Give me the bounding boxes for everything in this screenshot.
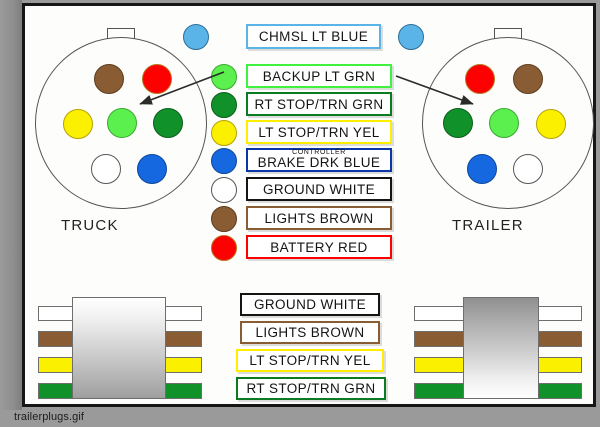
connector-trailer-pin-brown (513, 64, 543, 94)
flat-connector-right-wire-brown (537, 331, 582, 347)
connector-truck-pin-blue (137, 154, 167, 184)
connector-trailer-notch (494, 28, 522, 39)
legend-chip-backup-label: BACKUP LT GRN (262, 68, 376, 84)
flat-connector-right-wire-yellow (537, 357, 582, 373)
flat-connector-right-wire-white (414, 306, 466, 321)
flat-connector-right-wire-brown (414, 331, 466, 347)
legend-chip-battery-label: BATTERY RED (270, 239, 368, 255)
flat-connector-left-body (72, 297, 166, 399)
connector-trailer-pin-dark-green (443, 108, 473, 138)
legend-swatch-rt-stop-trn (211, 92, 237, 118)
legend-chip-brake-label: BRAKE DRK BLUE (257, 154, 381, 170)
swatch-chmsl-left (183, 24, 209, 50)
left-gutter (0, 0, 22, 410)
footer-bar (0, 410, 600, 427)
swatch-chmsl-right (398, 24, 424, 50)
connector-trailer-pin-red (465, 64, 495, 94)
bottom-legend-chip-ground[interactable]: GROUND WHITE (240, 293, 380, 316)
bottom-legend-chip-rt-stop-trn[interactable]: RT STOP/TRN GRN (236, 377, 386, 400)
connector-trailer (422, 37, 594, 209)
bottom-legend-chip-lights[interactable]: LIGHTS BROWN (240, 321, 380, 344)
connector-trailer-caption: TRAILER (452, 217, 524, 234)
legend-chip-lights-label: LIGHTS BROWN (264, 210, 374, 226)
legend-chip-brake-sublabel: CONTROLLER (292, 149, 346, 156)
connector-truck-pin-brown (94, 64, 124, 94)
flat-connector-right-body (463, 297, 539, 399)
bottom-legend-chip-lt-stop-trn[interactable]: LT STOP/TRN YEL (236, 349, 384, 372)
bottom-legend-chip-rt-stop-trn-label: RT STOP/TRN GRN (246, 381, 376, 396)
connector-trailer-pin-blue (467, 154, 497, 184)
legend-chip-rt-stop-trn-label: RT STOP/TRN GRN (254, 96, 384, 112)
legend-swatch-lights (211, 206, 237, 232)
flat-connector-right-wire-green (537, 383, 582, 399)
connector-truck-pin-light-green (107, 108, 137, 138)
bottom-legend-chip-ground-label: GROUND WHITE (253, 297, 367, 312)
legend-swatch-backup (211, 64, 237, 90)
connector-truck (35, 37, 207, 209)
legend-chip-chmsl-label: CHMSL LT BLUE (258, 29, 369, 44)
bottom-legend-chip-lt-stop-trn-label: LT STOP/TRN YEL (249, 353, 371, 368)
connector-truck-notch (107, 28, 135, 39)
legend-chip-lights[interactable]: LIGHTS BROWN (246, 206, 392, 230)
legend-chip-rt-stop-trn[interactable]: RT STOP/TRN GRN (246, 92, 392, 116)
connector-trailer-pin-light-green (489, 108, 519, 138)
connector-truck-caption: TRUCK (61, 217, 119, 234)
legend-swatch-ground (211, 177, 237, 203)
connector-truck-pin-red (142, 64, 172, 94)
connector-truck-pin-white (91, 154, 121, 184)
legend-swatch-brake (211, 148, 237, 174)
bottom-legend-chip-lights-label: LIGHTS BROWN (255, 325, 365, 340)
legend-chip-lt-stop-trn-label: LT STOP/TRN YEL (258, 124, 380, 140)
footer-filename: trailerplugs.gif (14, 411, 85, 423)
flat-connector-right-wire-yellow (414, 357, 466, 373)
legend-chip-backup[interactable]: BACKUP LT GRN (246, 64, 392, 88)
connector-trailer-pin-white (513, 154, 543, 184)
legend-swatch-battery (211, 235, 237, 261)
legend-chip-lt-stop-trn[interactable]: LT STOP/TRN YEL (246, 120, 392, 144)
legend-chip-ground[interactable]: GROUND WHITE (246, 177, 392, 201)
connector-truck-pin-yellow (63, 109, 93, 139)
legend-swatch-lt-stop-trn (211, 120, 237, 146)
legend-chip-ground-label: GROUND WHITE (262, 181, 376, 197)
flat-connector-right-wire-green (414, 383, 466, 399)
legend-chip-battery[interactable]: BATTERY RED (246, 235, 392, 259)
connector-truck-pin-dark-green (153, 108, 183, 138)
flat-connector-right-wire-white (537, 306, 582, 321)
connector-trailer-pin-yellow (536, 109, 566, 139)
legend-chip-chmsl[interactable]: CHMSL LT BLUE (246, 24, 381, 49)
